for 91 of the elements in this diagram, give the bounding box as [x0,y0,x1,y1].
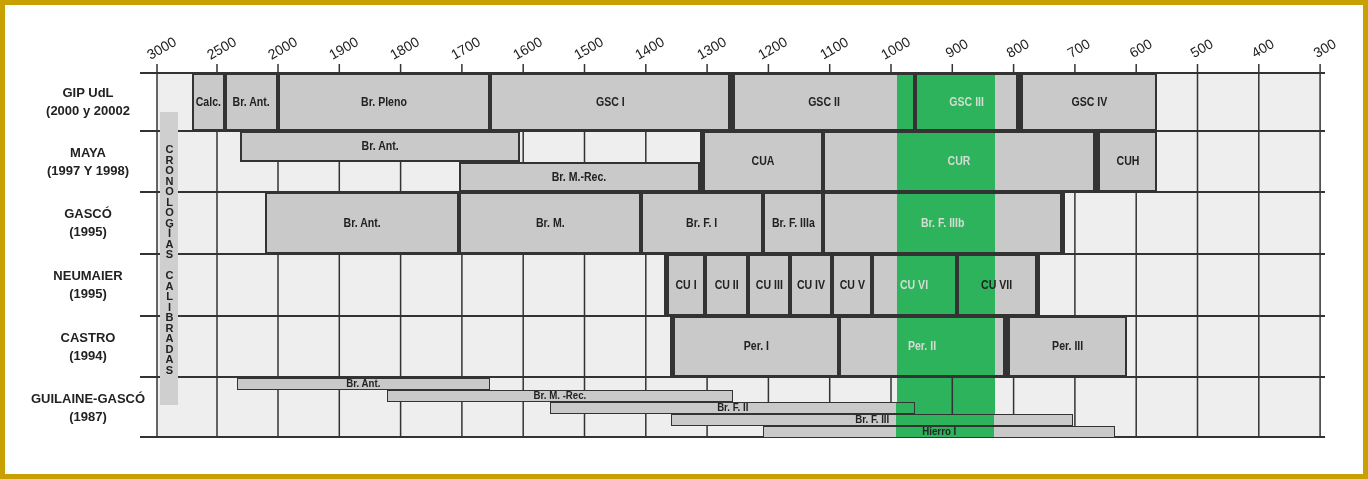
period-bar [700,131,823,192]
period-bar [670,316,839,377]
period-bar [1005,316,1127,377]
axis-tick-label: 900 [942,35,971,61]
period-label: Calc. [195,95,222,109]
period-label: CU V [839,278,865,292]
axis-tick-label: 1900 [325,33,361,63]
period-label: CU II [714,278,739,292]
period-label: CU IV [796,278,826,292]
period-bar [459,192,641,254]
axis-tick-label: 1000 [877,33,913,63]
axis-tick-label: 300 [1310,35,1339,61]
period-label: Hierro I [922,426,956,437]
axis-tick-label: 3000 [143,33,179,63]
period-bar [265,192,459,254]
period-label: CUH [1116,155,1139,168]
period-bar [730,73,915,131]
row-label: CASTRO (1994) [59,329,117,365]
period-label: Br. M. -Rec. [533,390,587,401]
period-bar [671,414,1073,426]
period-label: CU VI [900,278,929,292]
axis-tick-label: 2000 [264,33,300,63]
axis-tick-label: 800 [1003,35,1032,61]
period-bar [550,402,915,414]
axis-tick-label: 1200 [755,33,790,63]
period-label: GSC I [595,95,625,109]
axis-tick-label: 1100 [816,33,851,63]
axis-tick-label: 400 [1248,35,1278,61]
period-bar [823,131,1095,192]
period-label: Br. M.-Rec. [552,170,607,184]
period-bar [790,254,832,316]
period-label: Per. II [907,340,937,353]
period-label: Br. Ant. [346,378,381,389]
row-label: NEUMAIER (1995) [52,267,124,303]
period-bar [1018,73,1157,131]
period-label: CUR [947,155,971,168]
axis-tick-label: 500 [1187,35,1216,61]
row-label: GUILAINE-GASCÓ (1987) [29,390,147,426]
period-bar [832,254,872,316]
period-bar [957,254,1040,316]
axis-tick-label: 1300 [693,33,729,63]
row-label: GIP UdL (2000 y 20002 [45,84,131,120]
period-bar [664,254,705,316]
period-bar [872,254,957,316]
period-label: Br. F. III [855,414,889,425]
period-label: Br. F. II [716,402,749,413]
period-bar [240,131,520,162]
axis-tick-label: 1700 [448,33,484,63]
period-label: Br. Ant. [343,216,381,230]
row-label: GASCÓ (1995) [63,205,113,241]
axis-tick-label: 1400 [632,33,668,63]
period-bar [915,73,1018,131]
period-label: CU I [675,278,697,292]
axis-tick-label: 1800 [387,33,423,63]
period-label: Br. Ant. [361,140,399,153]
row-label: MAYA (1997 Y 1998) [46,144,130,180]
period-label: Br. F. IIIa [771,216,815,230]
period-bar [459,162,700,192]
period-bar [1095,131,1157,192]
period-label: GSC IV [1071,95,1107,109]
period-bar [641,192,763,254]
period-bar [705,254,748,316]
period-label: CU III [755,278,783,292]
period-bar [192,73,225,131]
period-label: Br. F. IIIb [920,216,965,230]
period-bar [763,426,1115,438]
period-label: GSC II [808,95,840,109]
axis-tick-label: 2500 [203,33,239,63]
period-label: GSC III [949,95,984,109]
period-label: Br. Ant. [232,95,271,109]
vertical-label: CRONOLOGÍAS CALIBRADAS [162,143,176,374]
period-label: Br. F. I [686,216,718,230]
period-label: Per. III [1051,340,1084,353]
period-bar [748,254,790,316]
period-label: Per. I [743,340,769,353]
axis-tick-label: 700 [1064,35,1094,61]
period-bar [237,378,490,390]
period-bar [763,192,823,254]
axis-tick-label: 1600 [509,33,545,63]
period-bar [225,73,278,131]
period-bar [387,390,733,402]
vertical-label-bar [160,112,178,405]
period-label: CUA [751,155,775,168]
period-bar [823,192,1065,254]
period-bar [490,73,730,131]
period-label: Br. Pleno [361,95,407,109]
axis-tick-label: 600 [1126,35,1155,61]
period-bar [278,73,490,131]
period-label: Br. M. [535,216,565,230]
axis-tick-label: 1500 [571,33,607,63]
period-bar [839,316,1005,377]
